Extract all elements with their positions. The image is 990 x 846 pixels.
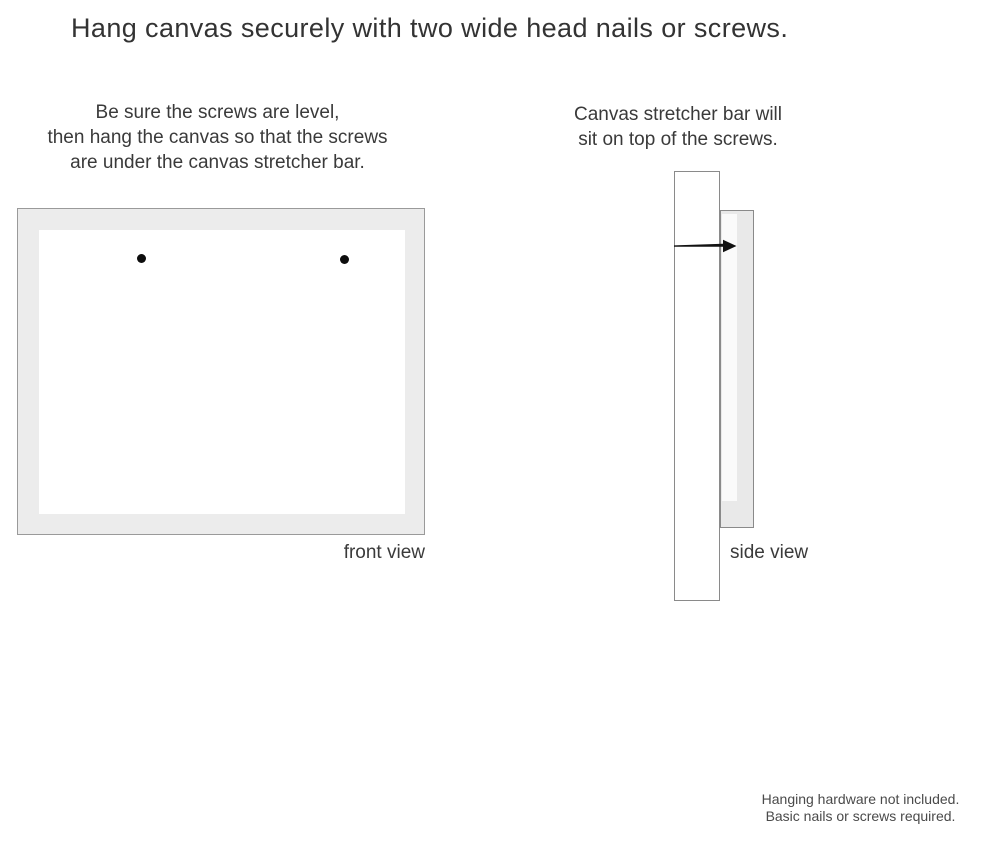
front-view-instructions: Be sure the screws are level, then hang … bbox=[20, 100, 415, 175]
side-view-instructions: Canvas stretcher bar will sit on top of … bbox=[558, 102, 798, 152]
footer-line-1: Hanging hardware not included. bbox=[761, 791, 960, 807]
side-instruction-line-1: Canvas stretcher bar will bbox=[573, 104, 783, 125]
front-instruction-line-3: are under the canvas stretcher bar. bbox=[70, 152, 365, 173]
footer-line-2: Basic nails or screws required. bbox=[765, 807, 956, 824]
wall-bar bbox=[674, 171, 720, 601]
page-title: Hang canvas securely with two wide head … bbox=[71, 13, 789, 43]
stretcher-bar bbox=[722, 214, 737, 501]
nail-icon bbox=[674, 239, 737, 253]
front-instruction-line-2: then hang the canvas so that the screws bbox=[47, 127, 388, 148]
front-view-label: front view bbox=[343, 542, 425, 563]
screw-left-icon bbox=[137, 254, 146, 263]
front-view-diagram bbox=[17, 208, 425, 535]
nail-shape bbox=[674, 239, 737, 253]
side-view-label: side view bbox=[730, 542, 809, 563]
front-instruction-line-1: Be sure the screws are level, bbox=[95, 102, 340, 123]
canvas-face bbox=[39, 230, 405, 514]
side-view-canvas bbox=[720, 210, 754, 528]
screw-right-icon bbox=[340, 255, 349, 264]
side-instruction-line-2: sit on top of the screws. bbox=[578, 129, 778, 150]
footer-note: Hanging hardware not included. Basic nai… bbox=[738, 791, 983, 824]
